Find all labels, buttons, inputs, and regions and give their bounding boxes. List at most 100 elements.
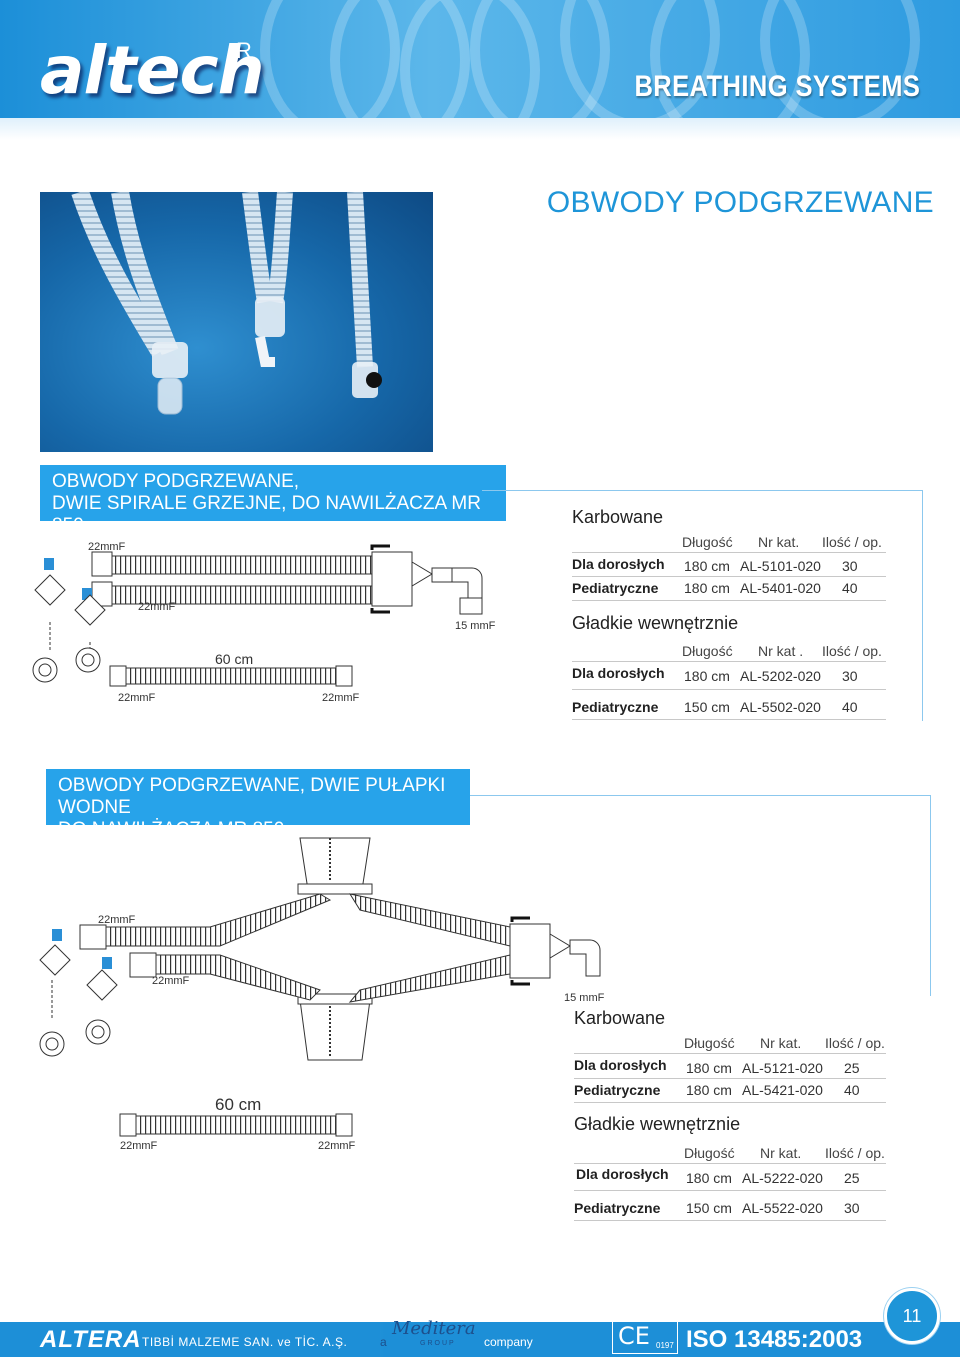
- section1-banner-line2: DWIE SPIRALE GRZEJNE, DO NAWILŻACZA MR 8…: [52, 493, 481, 536]
- s1-t1-r1-length: 180 cm: [684, 580, 730, 596]
- s1-table2-title: Gładkie wewnętrznie: [572, 613, 739, 633]
- s2-t1-r1-code: AL-5421-020: [742, 1082, 823, 1098]
- s2-t1-r1-qty: 40: [844, 1082, 860, 1098]
- s1-t1-r0-length: 180 cm: [684, 558, 730, 574]
- product-photo: [40, 192, 433, 452]
- s1-t2-h-length: Długość: [682, 643, 733, 659]
- s1-t2-r0-qty: 30: [842, 668, 858, 684]
- s2-t1-rule2: [574, 1102, 886, 1103]
- s2-ext-right: 22mmF: [318, 1140, 356, 1152]
- s2-t1-r0-label: Dla dorosłych: [574, 1057, 667, 1073]
- section2-diagram: [39, 837, 601, 1137]
- s1-t1-r0-code: AL-5101-020: [740, 558, 821, 574]
- s1-t2-rule1: [572, 689, 886, 690]
- s1-t2-h-code: Nr kat .: [758, 643, 804, 659]
- s2-t1-h-code: Nr kat.: [760, 1035, 802, 1051]
- header-title: BREATHING SYSTEMS: [634, 70, 920, 103]
- s2-t1-r1-label: Pediatryczne: [574, 1082, 661, 1098]
- s1-t2-r1-code: AL-5502-020: [740, 699, 821, 715]
- s2-t2-r0-label: Dla dorosłych: [576, 1166, 669, 1182]
- s2-t2-r1-label: Pediatryczne: [574, 1200, 661, 1216]
- s1-port-top: 22mmF: [88, 541, 126, 553]
- s2-t2-rule0: [574, 1163, 886, 1164]
- s2-table2-title: Gładkie wewnętrznie: [574, 1114, 741, 1134]
- s1-ext-left: 22mmF: [118, 692, 156, 704]
- page-number: 11: [884, 1288, 940, 1344]
- s1-t1-h-qty: Ilość / op.: [822, 534, 882, 550]
- s2-extension-length: 60 cm: [215, 1095, 262, 1114]
- s2-t1-r0-length: 180 cm: [686, 1060, 732, 1076]
- section2-banner: OBWODY PODGRZEWANE, DWIE PUŁAPKI WODNE D…: [46, 769, 470, 840]
- s2-t1-rule0: [574, 1053, 886, 1054]
- section2-banner-line1: OBWODY PODGRZEWANE, DWIE PUŁAPKI WODNE: [58, 775, 446, 818]
- s1-t2-r0-length: 180 cm: [684, 668, 730, 684]
- ce-box: [612, 1320, 678, 1354]
- page-title: OBWODY PODGRZEWANE: [546, 186, 934, 219]
- s1-t2-r1-qty: 40: [842, 699, 858, 715]
- s2-table1-title: Karbowane: [574, 1008, 666, 1028]
- iso-certification: ISO 13485:2003: [686, 1326, 863, 1353]
- company-name: TIBBİ MALZEME SAN. ve TİC. A.Ş.: [142, 1335, 348, 1349]
- s2-t2-r1-code: AL-5522-020: [742, 1200, 823, 1216]
- s1-t1-rule1: [572, 576, 886, 577]
- s2-t2-r1-qty: 30: [844, 1200, 860, 1216]
- ce-mark: CE: [618, 1322, 650, 1350]
- s2-t2-r1-length: 150 cm: [686, 1200, 732, 1216]
- s1-t1-rule0: [572, 552, 886, 553]
- s1-port-bottom: 22mmF: [138, 601, 176, 613]
- s2-t2-rule2: [574, 1220, 886, 1221]
- registered-mark: R: [236, 38, 252, 63]
- s2-t1-r0-code: AL-5121-020: [742, 1060, 823, 1076]
- s1-t2-r0-label: Dla dorosłych: [572, 665, 665, 681]
- footer-a: a: [380, 1335, 387, 1349]
- s2-t2-h-qty: Ilość / op.: [825, 1145, 885, 1161]
- s2-t2-r0-code: AL-5222-020: [742, 1170, 823, 1186]
- s1-t1-h-length: Długość: [682, 534, 733, 550]
- section1-frame: [482, 490, 923, 721]
- s1-t2-r0-code: AL-5202-020: [740, 668, 821, 684]
- s1-table1-title: Karbowane: [572, 507, 664, 527]
- meditera-group: GROUP: [420, 1340, 456, 1347]
- s1-t1-r0-qty: 30: [842, 558, 858, 574]
- section1-banner: OBWODY PODGRZEWANE, DWIE SPIRALE GRZEJNE…: [40, 465, 506, 536]
- section1-diagram: [32, 544, 483, 687]
- s2-t2-r0-length: 180 cm: [686, 1170, 732, 1186]
- section2-frame: [470, 795, 931, 996]
- footer-left-block: [0, 1322, 380, 1357]
- s1-t2-r1-label: Pediatryczne: [572, 699, 659, 715]
- s2-t1-rule1: [574, 1078, 886, 1079]
- s1-t2-h-qty: Ilość / op.: [822, 643, 882, 659]
- s1-t1-r1-label: Pediatryczne: [572, 580, 659, 596]
- s2-ext-left: 22mmF: [120, 1140, 158, 1152]
- section2-banner-line2: DO NAWILŻACZA MR 850: [58, 819, 285, 840]
- s1-t1-h-code: Nr kat.: [758, 534, 800, 550]
- s1-t2-rule0: [572, 661, 886, 662]
- s1-t1-rule2: [572, 600, 886, 601]
- s1-t1-r1-code: AL-5401-020: [740, 580, 821, 596]
- breathing-circuit-image: [71, 192, 382, 415]
- s2-t2-h-code: Nr kat.: [760, 1145, 802, 1161]
- altera-logo: ALTERA: [40, 1326, 142, 1353]
- footer-company: company: [484, 1335, 533, 1349]
- s2-port-bottom: 22mmF: [152, 975, 190, 987]
- s1-t2-r1-length: 150 cm: [684, 699, 730, 715]
- s2-patient-port: 15 mmF: [564, 992, 605, 1004]
- ce-number: 0197: [656, 1341, 674, 1350]
- brand-logo: altech: [40, 32, 265, 109]
- s2-t2-h-length: Długość: [684, 1145, 735, 1161]
- s1-t1-r0-label: Dla dorosłych: [572, 556, 665, 572]
- s2-t2-rule1: [574, 1190, 886, 1191]
- s2-t1-r0-qty: 25: [844, 1060, 860, 1076]
- s2-t2-r0-qty: 25: [844, 1170, 860, 1186]
- s1-t1-r1-qty: 40: [842, 580, 858, 596]
- s1-ext-right: 22mmF: [322, 692, 360, 704]
- s2-t1-r1-length: 180 cm: [686, 1082, 732, 1098]
- header-fade: [0, 118, 960, 140]
- section1-banner-line1: OBWODY PODGRZEWANE,: [52, 471, 300, 492]
- s1-t2-rule2: [572, 719, 886, 720]
- header-banner: [0, 0, 960, 118]
- s2-t1-h-qty: Ilość / op.: [825, 1035, 885, 1051]
- s1-extension-length: 60 cm: [215, 651, 254, 667]
- s1-patient-port: 15 mmF: [455, 620, 496, 632]
- meditera-logo: Meditera: [392, 1318, 476, 1339]
